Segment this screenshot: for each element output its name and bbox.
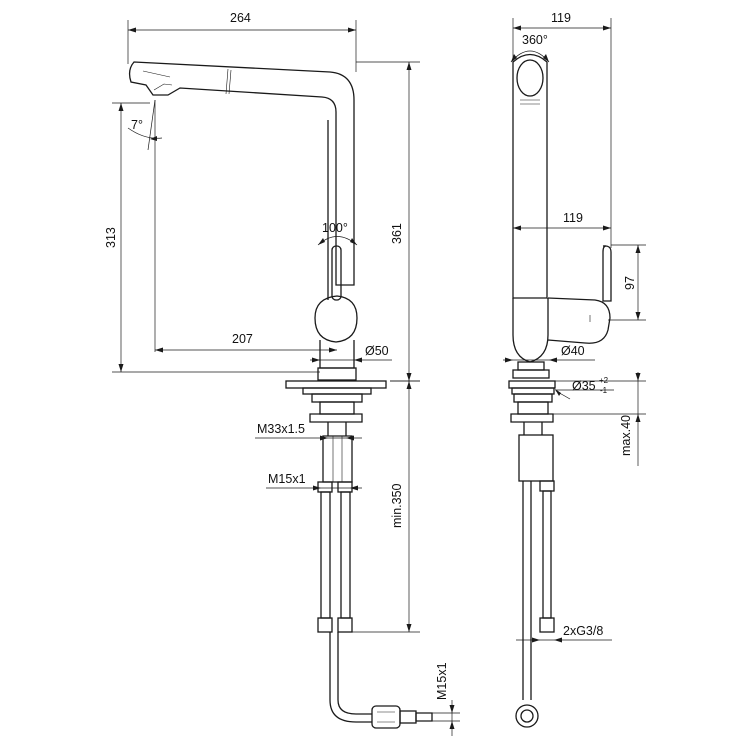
supply-hoses — [317, 481, 433, 729]
dim-hole-diameter-label: Ø35 — [572, 379, 596, 393]
dim-hole-diameter: Ø35 +2 -1 — [555, 376, 614, 400]
faucet-base — [285, 340, 387, 483]
dim-side-width-total: 119 — [512, 11, 612, 248]
dim-handle-angle-label: 100° — [322, 221, 348, 235]
dim-thread-mount: M33x1.5 — [255, 422, 362, 441]
dim-body-diameter-label: Ø40 — [561, 344, 585, 358]
dim-hose-length-label: min.350 — [390, 483, 404, 528]
side-body — [508, 53, 612, 435]
dim-height-total: 361 — [356, 61, 420, 382]
dim-body-diameter: Ø40 — [503, 344, 595, 363]
dim-hose-length: min.350 — [352, 380, 420, 633]
dim-counter-thickness: max.40 — [553, 372, 646, 466]
dim-handle-angle: 100° — [317, 221, 358, 246]
dim-handle-reach-label: 119 — [563, 211, 583, 225]
dim-rotation: 360° — [510, 33, 550, 63]
dim-hole-tol-lower: -1 — [600, 386, 608, 395]
dim-hose-end-thread-label: M15x1 — [435, 662, 449, 700]
dim-width-total: 264 — [127, 11, 357, 72]
dim-hose-thread: M15x1 — [266, 472, 362, 491]
dim-height-spout-label: 313 — [104, 227, 118, 248]
dim-counter-thickness-label: max.40 — [619, 415, 633, 456]
faucet-spout — [128, 61, 355, 300]
side-hoses — [515, 434, 555, 728]
dim-thread-mount-label: M33x1.5 — [257, 422, 305, 436]
dim-reach: 207 — [155, 332, 337, 353]
dim-height-total-label: 361 — [390, 223, 404, 244]
dim-reach-label: 207 — [232, 332, 253, 346]
dim-rotation-label: 360° — [522, 33, 548, 47]
dim-connections: 2xG3/8 — [516, 624, 612, 643]
dim-handle-height: 97 — [608, 244, 646, 321]
front-view: 264 361 313 7° — [104, 11, 460, 736]
dim-handle-height-label: 97 — [623, 276, 637, 290]
dim-hole-tol-upper: +2 — [599, 376, 609, 385]
dim-width-total-label: 264 — [230, 11, 251, 25]
dim-handle-reach: 119 — [513, 211, 611, 231]
dim-hose-end-thread: M15x1 — [416, 662, 460, 736]
side-view: 119 360° 119 97 Ø4 — [503, 11, 646, 728]
dim-base-diameter-label: Ø50 — [365, 344, 389, 358]
dim-connections-label: 2xG3/8 — [563, 624, 603, 638]
dim-base-diameter: Ø50 — [310, 344, 392, 363]
dim-spout-angle: 7° — [127, 99, 163, 352]
dim-side-width-total-label: 119 — [551, 11, 571, 25]
dim-spout-angle-label: 7° — [131, 118, 143, 132]
dim-height-spout: 313 — [104, 102, 320, 373]
dim-hose-thread-label: M15x1 — [268, 472, 306, 486]
faucet-handle — [314, 245, 358, 343]
